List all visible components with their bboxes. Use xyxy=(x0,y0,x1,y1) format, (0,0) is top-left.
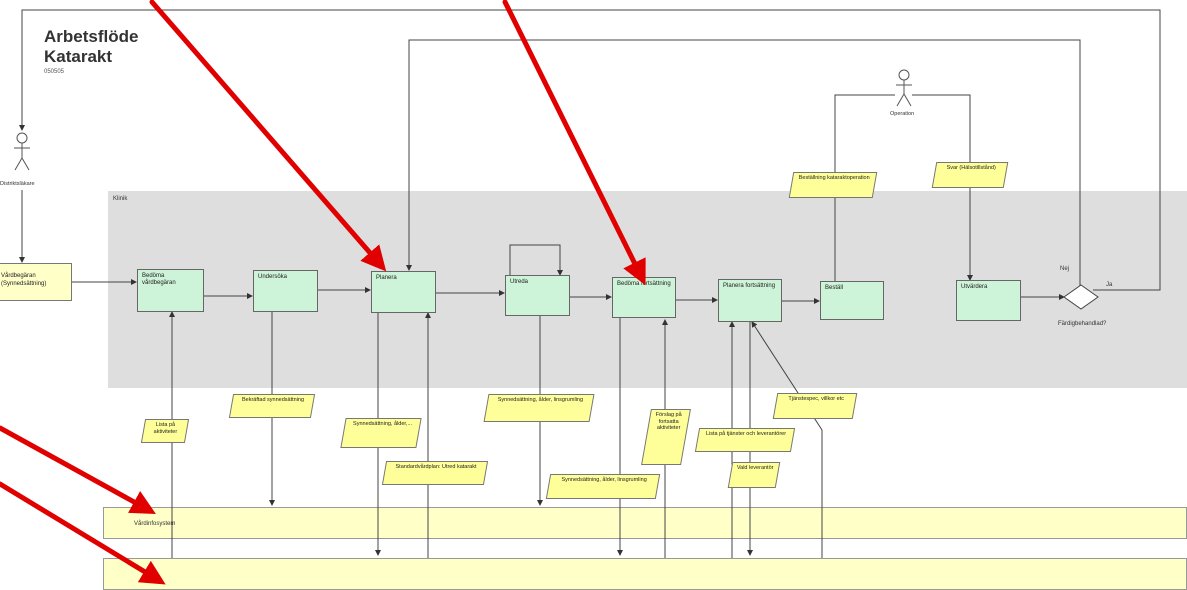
red-arrow-4 xyxy=(0,481,166,585)
request-text: Vårdbegäran (Synnedsättning) xyxy=(1,273,47,287)
red-arrow-2 xyxy=(502,0,646,286)
title-line-1: Arbetsflöde xyxy=(44,27,139,46)
decision-question: Färdigbehandlad? xyxy=(1058,321,1107,327)
system-bar-2 xyxy=(103,558,1187,590)
title-date: 050505 xyxy=(44,69,65,75)
decision-diamond xyxy=(1063,284,1099,310)
actor-label-operation: Operation xyxy=(890,111,915,117)
decision-yes-label: Ja xyxy=(1106,282,1113,288)
red-arrow-1 xyxy=(149,0,387,272)
red-arrow-3 xyxy=(0,425,156,515)
system-bar: Vårdinfosystem xyxy=(103,507,1187,539)
process-evaluate: Utvärdera xyxy=(956,280,1021,321)
operation-actor-icon xyxy=(896,69,912,107)
process-plan: Planera xyxy=(371,271,436,313)
district-doctor-actor-icon xyxy=(14,132,30,171)
process-investigate: Utreda xyxy=(505,275,570,316)
actor-label-district-doctor: Distriktsläkare xyxy=(0,181,35,187)
title-line-2: Katarakt xyxy=(44,47,113,66)
process-assess-request: Bedöma vårdbegäran xyxy=(137,269,204,312)
decision-no-label: Nej xyxy=(1060,266,1070,272)
process-order: Beställ xyxy=(820,281,884,320)
clinic-lane-label: Klinik xyxy=(113,196,128,202)
process-plan-continuation: Planera fortsättning xyxy=(718,279,782,322)
request-box: Vårdbegäran (Synnedsättning) xyxy=(0,263,72,301)
process-examine: Undersöka xyxy=(253,270,318,312)
system-bar-label: Vårdinfosystem xyxy=(134,521,176,527)
